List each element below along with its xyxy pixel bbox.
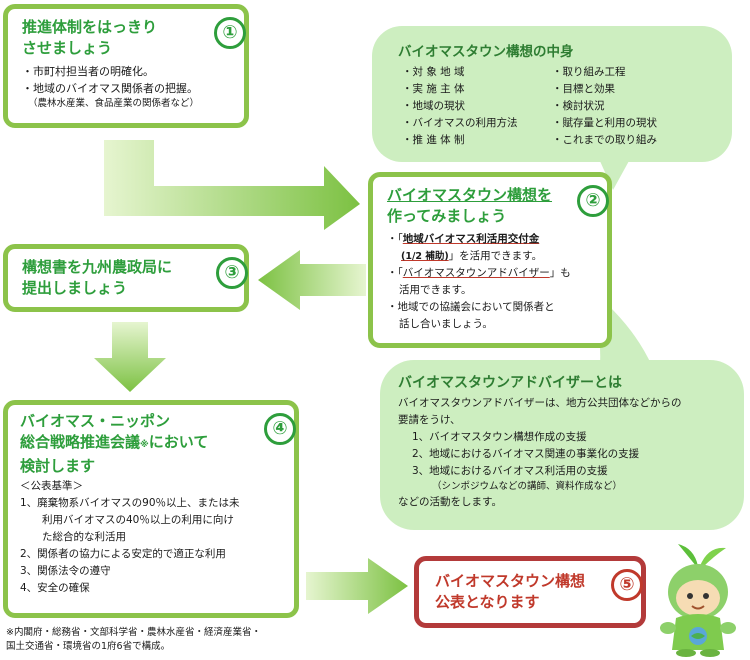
step4-number: ④ xyxy=(264,413,296,445)
contents-item: ・これまでの取り組み xyxy=(552,134,657,146)
advisor-bubble: バイオマスタウンアドバイザーとは バイオマスタウンアドバイザーは、地方公共団体な… xyxy=(380,360,744,530)
advisor-item: 3、地域におけるバイオマス利活用の支援 xyxy=(412,465,608,477)
grant-link[interactable]: 地域バイオマス利活用交付金 xyxy=(402,233,540,245)
step1-note: （農林水産業、食品産業の関係者など） xyxy=(28,98,200,109)
contents-item: ・取り組み工程 xyxy=(552,66,626,78)
step5-box: ⑤ バイオマスタウン構想 公表となります xyxy=(414,556,646,628)
step5-title-line2: 公表となります xyxy=(435,593,540,611)
step2-box: ② バイオマスタウン構想を 作ってみましょう ・「地域バイオマス利活用交付金 (… xyxy=(368,172,612,348)
step1-item-1: ・市町村担当者の明確化。 xyxy=(22,65,154,78)
footnote: ※内閣府・総務省・文部科学省・農林水産省・経済産業省・ 国土交通省・環境省の1府… xyxy=(6,626,261,654)
contents-item: ・目標と効果 xyxy=(552,83,615,95)
criteria-item: 4、安全の確保 xyxy=(20,582,90,594)
criteria-item: 3、関係法令の遵守 xyxy=(20,565,111,577)
step2-title-line2: 作ってみましょう xyxy=(387,207,507,225)
step4-title-mark: ※ xyxy=(140,440,149,450)
step1-box: ① 推進体制をはっきり させましょう ・市町村担当者の明確化。 ・地域のバイオマ… xyxy=(3,4,249,128)
contents-item: ・検討状況 xyxy=(552,100,605,112)
step4-title-line3: 検討します xyxy=(20,457,96,475)
criteria-item: 2、関係者の協力による安定的で適正な利用 xyxy=(20,548,226,560)
step4-title-line2a: 総合戦略推進会議 xyxy=(20,433,141,451)
advisor-bubble-title: バイオマスタウンアドバイザーとは xyxy=(398,375,622,391)
contents-item: ・対 象 地 域 xyxy=(402,66,465,78)
advisor-item: 2、地域におけるバイオマス関連の事業化の支援 xyxy=(412,448,640,460)
mascot-character xyxy=(660,544,736,657)
step2-item2-cont: 活用できます。 xyxy=(399,284,472,296)
advisor-note: （シンポジウムなどの講師、資料作成など） xyxy=(432,481,623,492)
step2-item3: ・地域での協議会において関係者と xyxy=(387,301,555,313)
step3-title-line1: 構想書を九州農政局に xyxy=(22,258,173,276)
criteria-heading: ＜公表基準＞ xyxy=(20,480,83,492)
arrow-1-to-2 xyxy=(104,140,360,230)
criteria-item: た総合的な利活用 xyxy=(42,531,126,543)
step1-item-2: ・地域のバイオマス関係者の把握。 xyxy=(22,82,198,95)
step4-title-line2b: において xyxy=(148,433,209,451)
footnote-line1: ※内閣府・総務省・文部科学省・農林水産省・経済産業省・ xyxy=(6,627,261,638)
contents-bubble: バイオマスタウン構想の中身 ・対 象 地 域 ・実 施 主 体 ・地域の現状 ・… xyxy=(372,26,732,162)
step4-title-line1: バイオマス・ニッポン xyxy=(20,412,171,430)
criteria-item: 1、廃棄物系バイオマスの90％以上、または未 xyxy=(20,497,240,509)
step1-number: ① xyxy=(214,17,246,49)
advisor-link[interactable]: バイオマスタウンアドバイザー xyxy=(402,267,550,279)
step2-item2-prefix: ・「 xyxy=(387,267,403,279)
step1-title-line1: 推進体制をはっきり xyxy=(22,18,158,36)
advisor-intro: バイオマスタウンアドバイザーは、地方公共団体などからの xyxy=(398,397,682,409)
step3-title-line2: 提出しましょう xyxy=(22,279,128,297)
contents-item: ・賦存量と利用の現状 xyxy=(552,117,657,129)
contents-bubble-tail xyxy=(595,150,635,190)
contents-item: ・推 進 体 制 xyxy=(402,134,465,146)
arrow-3-to-4 xyxy=(94,322,166,392)
arrow-2-to-3 xyxy=(258,250,366,310)
advisor-intro: 要請をうけ、 xyxy=(398,414,461,426)
contents-item: ・実 施 主 体 xyxy=(402,83,465,95)
contents-bubble-title: バイオマスタウン構想の中身 xyxy=(398,44,574,60)
advisor-item: 1、バイオマスタウン構想作成の支援 xyxy=(412,431,587,443)
step1-title-line2: させましょう xyxy=(22,39,113,57)
step2-item1-suffix: 」を活用できます。 xyxy=(448,250,543,262)
step2-item1-subsidy: (1/2 補助) xyxy=(401,251,449,262)
step3-number: ③ xyxy=(216,257,248,289)
step2-title-line1: バイオマスタウン構想を xyxy=(387,186,553,204)
step5-title-line1: バイオマスタウン構想 xyxy=(435,572,586,590)
step3-box: ③ 構想書を九州農政局に 提出しましょう xyxy=(3,244,249,312)
step2-item3-cont: 話し合いましょう。 xyxy=(399,318,493,330)
criteria-item: 利用バイオマスの40％以上の利用に向け xyxy=(42,514,234,526)
arrow-4-to-5 xyxy=(306,558,408,614)
footnote-line2: 国土交通省・環境省の1府6省で構成。 xyxy=(6,641,171,652)
advisor-outro: などの活動をします。 xyxy=(398,496,502,508)
contents-item: ・バイオマスの利用方法 xyxy=(402,117,518,129)
step2-item1-prefix: ・「 xyxy=(387,233,403,245)
step5-number: ⑤ xyxy=(611,569,643,601)
contents-item: ・地域の現状 xyxy=(402,100,465,112)
step2-item2-suffix: 」も xyxy=(549,267,571,279)
step2-number: ② xyxy=(577,185,609,217)
step4-box: ④ バイオマス・ニッポン 総合戦略推進会議※において 検討します ＜公表基準＞ … xyxy=(3,400,299,618)
